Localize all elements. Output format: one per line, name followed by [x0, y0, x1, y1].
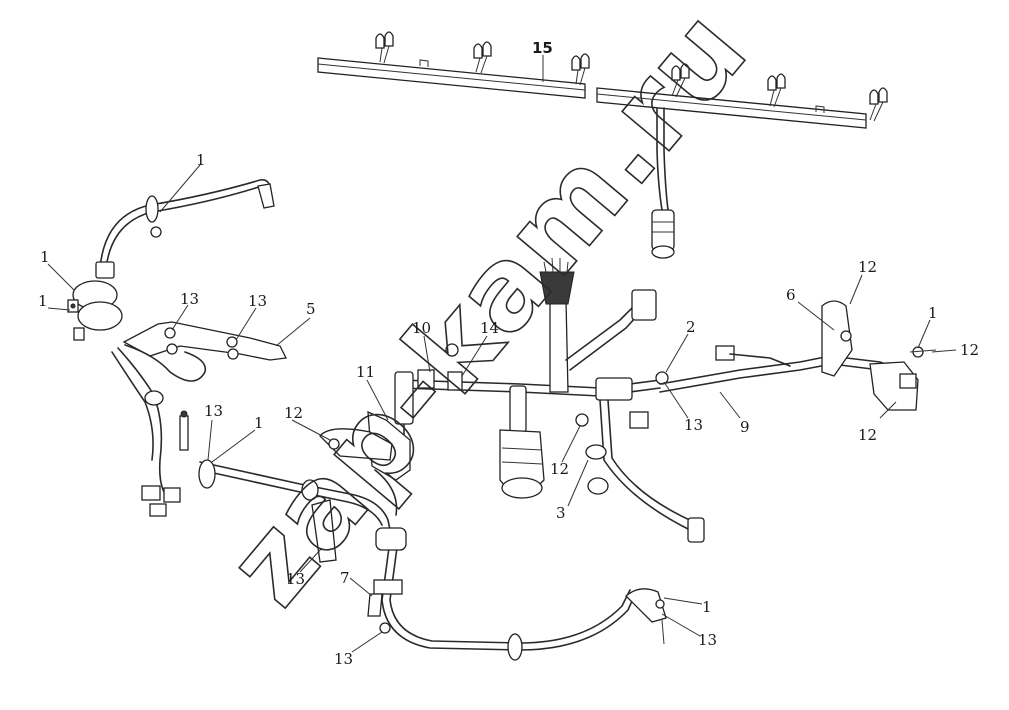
- leader-lines: [47, 55, 957, 653]
- central-harness: [319, 257, 705, 543]
- left-bracket-harness: [111, 321, 287, 517]
- bottom-arc-harness: [367, 527, 667, 661]
- left-connector-cluster: [67, 261, 123, 341]
- middle-left-run: [198, 459, 393, 563]
- end-sleeve-left-loop: [257, 183, 275, 209]
- callout-12: 12: [284, 404, 303, 422]
- callout-13: 13: [248, 292, 267, 310]
- callout-13: 13: [698, 631, 717, 649]
- callout-1: 1: [702, 598, 712, 616]
- injector-connector-5: [767, 73, 786, 108]
- injector-connector-6: [869, 87, 888, 122]
- callout-1: 1: [254, 414, 264, 432]
- right-harness: [659, 300, 937, 411]
- callout-12: 12: [960, 341, 979, 359]
- callout-12: 12: [858, 258, 877, 276]
- bottom-right-clip: [625, 588, 667, 645]
- callout-2: 2: [686, 318, 696, 336]
- callout-14: 14: [480, 319, 499, 337]
- left-lower-connectors: [141, 410, 189, 517]
- callout-7: 7: [340, 569, 350, 587]
- callout-1: 1: [40, 248, 50, 266]
- callout-13: 13: [204, 402, 223, 420]
- callout-12: 12: [858, 426, 877, 444]
- callout-15: 15: [532, 39, 553, 57]
- injector-connector-2: [473, 41, 492, 74]
- callout-3: 3: [556, 504, 566, 522]
- left-loop-harness: [67, 179, 275, 341]
- callout-13: 13: [684, 416, 703, 434]
- callout-1: 1: [196, 151, 206, 169]
- callout-9: 9: [740, 418, 750, 436]
- callout-5: 5: [306, 300, 316, 318]
- clip-left-loop: [145, 195, 162, 238]
- callout-13: 13: [286, 570, 305, 588]
- callout-13: 13: [334, 650, 353, 668]
- injector-rail-harness: [317, 31, 888, 259]
- callouts: 15 1 1 1 13 13 5 10 14 2 6 12 1 12 11 13…: [38, 39, 979, 668]
- callout-1: 1: [928, 304, 938, 322]
- callout-11: 11: [356, 363, 375, 381]
- callout-10: 10: [412, 319, 431, 337]
- callout-13: 13: [180, 290, 199, 308]
- injector-connector-4: [671, 63, 690, 98]
- callout-12: 12: [550, 460, 569, 478]
- callout-6: 6: [786, 286, 796, 304]
- callout-1: 1: [38, 292, 48, 310]
- injector-connector-1: [375, 31, 394, 64]
- injector-connector-3: [571, 53, 590, 86]
- rail-main-connector: [651, 209, 675, 259]
